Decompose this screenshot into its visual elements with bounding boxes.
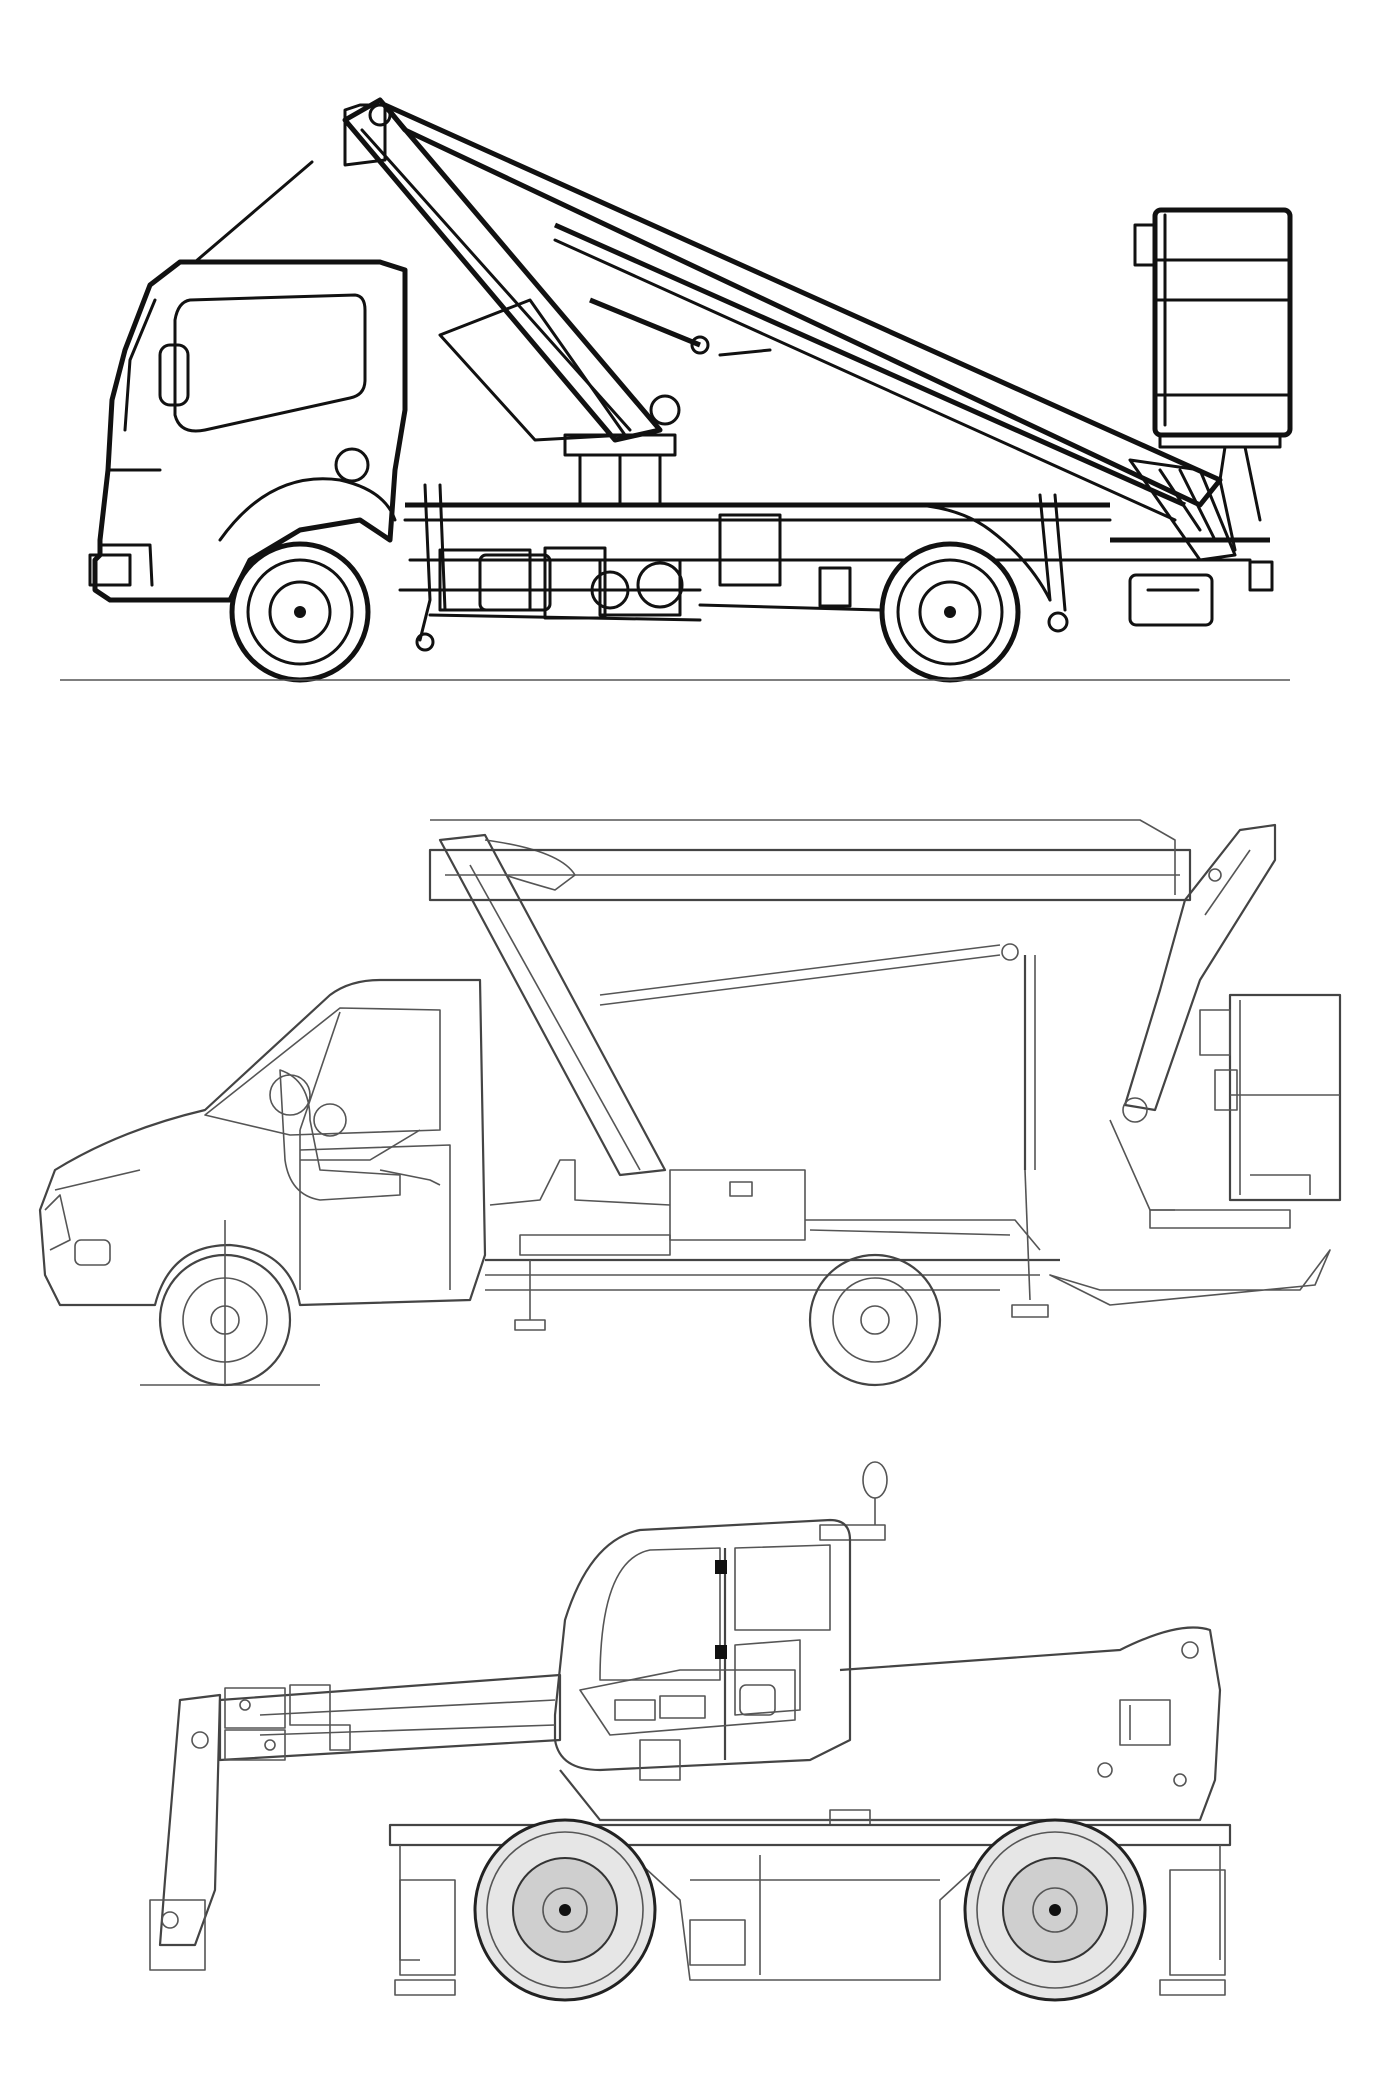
van-chassis [485, 1159, 1331, 1331]
truck-front-wheel [229, 541, 371, 683]
telehandler-icon [149, 1461, 1232, 2002]
telehandler-front-wheel [473, 1818, 657, 2002]
telehandler-chassis [388, 1823, 1232, 1996]
van-cab [38, 978, 487, 1307]
telehandler-boom [149, 1673, 562, 1971]
van-basket [1149, 993, 1342, 1229]
truck-platform-drawing [0, 0, 1400, 690]
telehandler-drawing [0, 1400, 1400, 2100]
van-boom [428, 819, 1277, 1211]
truck-boom [342, 97, 1237, 562]
van-platform-drawing [0, 690, 1400, 1390]
truck-chassis [398, 483, 1274, 652]
van-rear-wheel [808, 1253, 942, 1387]
telehandler-rear-wheel [963, 1818, 1147, 2002]
truck-cab [88, 259, 408, 603]
telehandler-turret [559, 1626, 1222, 1826]
van-front-wheel [158, 1220, 292, 1387]
truck-turret [563, 394, 681, 507]
telehandler-cab [553, 1518, 852, 1781]
van-boom-platform-icon [38, 819, 1342, 1387]
truck-boom-platform-icon [60, 97, 1293, 683]
truck-rear-wheel [879, 541, 1021, 683]
truck-basket [1133, 207, 1293, 552]
beacon-light [819, 1461, 888, 1541]
